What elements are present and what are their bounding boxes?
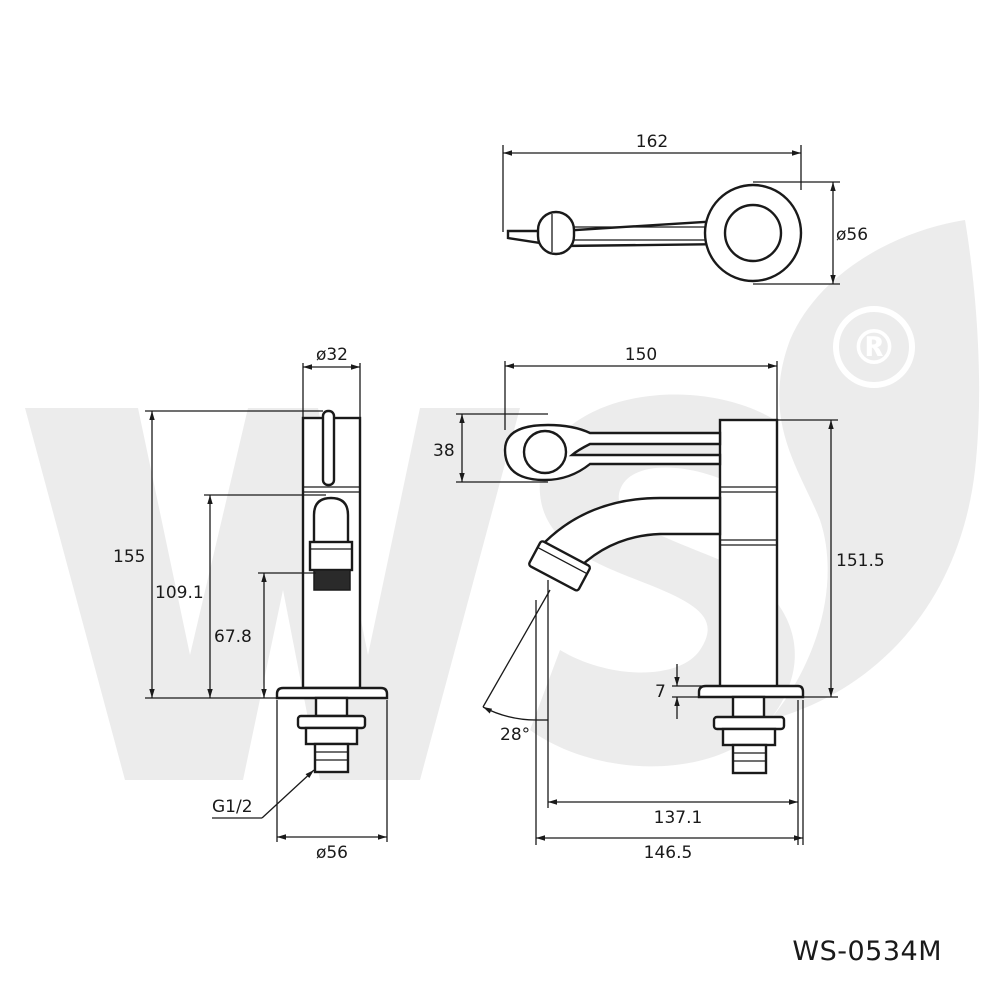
dim-front-diameter-top: ø32 <box>316 345 348 365</box>
dim-side-angle: 28° <box>500 725 530 745</box>
dim-top-diameter: ø56 <box>836 225 868 245</box>
dim-front-height-handle: 109.1 <box>155 583 204 603</box>
dim-front-height-total: 155 <box>113 547 145 567</box>
model-number: WS-0534M <box>792 936 942 967</box>
dim-front-diameter-base: ø56 <box>316 843 348 863</box>
dim-side-length-top: 150 <box>625 345 657 365</box>
dim-side-reach: 137.1 <box>654 808 703 828</box>
dim-side-base-thickness: 7 <box>655 682 666 702</box>
top-view: 162 ø56 <box>502 132 868 285</box>
side-view: 150 38 151.5 7 28° 137.1 146.5 <box>433 345 885 863</box>
dim-side-height: 151.5 <box>836 551 885 571</box>
front-view: ø32 155 109.1 67.8 G1/2 ø56 <box>113 345 389 863</box>
watermark-logo: ® <box>25 220 980 780</box>
dim-top-length: 162 <box>636 132 668 152</box>
dim-front-height-outlet: 67.8 <box>214 627 252 647</box>
aerator-icon <box>313 569 351 591</box>
dim-side-handle-height: 38 <box>433 441 455 461</box>
registered-mark: ® <box>850 320 898 376</box>
dim-side-length-bottom: 146.5 <box>644 843 693 863</box>
thread-label: G1/2 <box>212 797 253 817</box>
